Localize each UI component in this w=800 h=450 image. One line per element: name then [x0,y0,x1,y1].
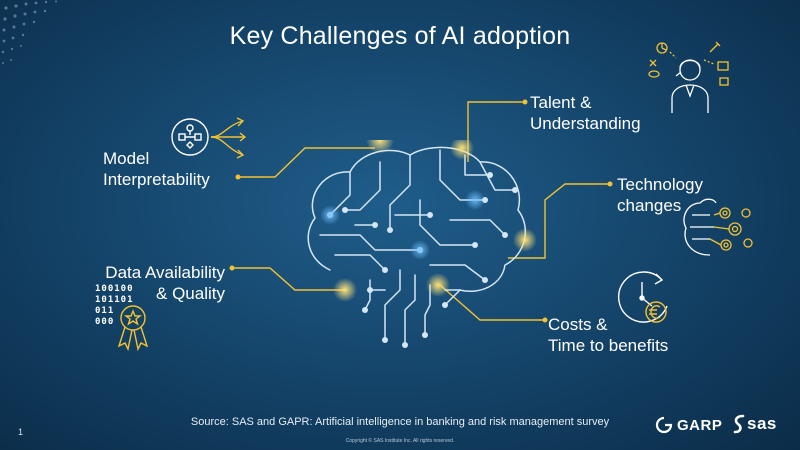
sas-swoosh-icon [733,414,745,434]
slide-title: Key Challenges of AI adoption [229,22,571,50]
award-ribbon-icon [117,305,149,352]
challenge-model-label: Model Interpretability [103,149,210,189]
consultant-icon [648,41,729,113]
binary-digits: 100100 101101 011 000 [95,284,134,327]
garp-logo-text: GARP [677,416,723,434]
challenge-data-label: Data Availability & Quality [105,263,225,303]
brain-circuit-icon [307,140,537,348]
garp-swirl-icon [655,416,673,434]
source-citation: Source: SAS and GAPR: Artificial intelli… [190,416,610,428]
dot-pattern-decoration [1,0,57,64]
challenge-talent-label: Talent & Understanding [530,93,641,133]
challenge-costs-label: Costs & Time to benefits [548,315,669,355]
challenge-technology-label: Technology changes [617,175,704,215]
flowchart-arrows-icon [171,117,247,159]
sas-logo: sas [733,414,777,434]
page-number: 1 [18,427,24,437]
garp-logo: GARP [655,416,722,434]
brain-gears-icon [683,198,753,256]
sas-logo-text: sas [747,414,777,433]
clock-euro-icon [617,271,668,323]
copyright-notice: Copyright © SAS Institute Inc. All right… [345,438,455,444]
